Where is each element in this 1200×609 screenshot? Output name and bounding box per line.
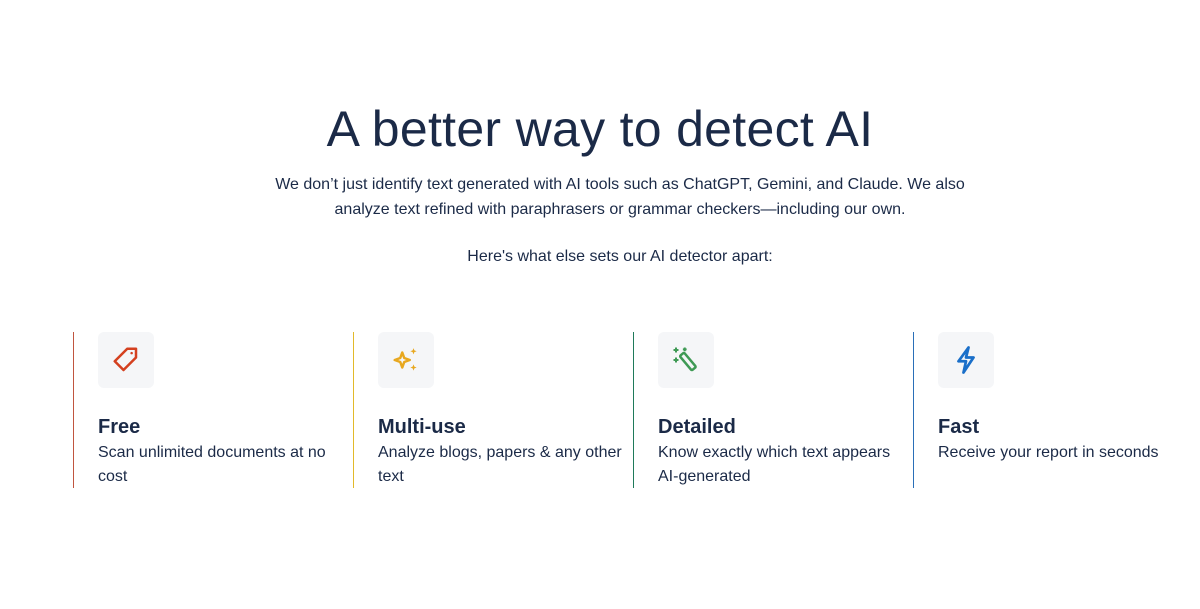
feature-title: Multi-use bbox=[378, 416, 466, 438]
feature-description: Scan unlimited documents at no cost bbox=[98, 444, 326, 485]
magic-wand-icon bbox=[658, 332, 714, 388]
feature-multi-use: Multi-use Analyze blogs, papers & any ot… bbox=[353, 332, 633, 488]
feature-title: Fast bbox=[938, 416, 980, 438]
page-title: A better way to detect AI bbox=[326, 101, 874, 157]
feature-fast: Fast Receive your report in seconds bbox=[913, 332, 1193, 488]
feature-detailed: Detailed Know exactly which text appears… bbox=[633, 332, 913, 488]
tag-icon bbox=[98, 332, 154, 388]
apart-text: Here's what else sets our AI detector ap… bbox=[467, 248, 773, 265]
feature-description: Receive your report in seconds bbox=[938, 444, 1159, 461]
sparkles-icon bbox=[378, 332, 434, 388]
feature-description: Know exactly which text appears AI-gener… bbox=[658, 444, 891, 485]
feature-free: Free Scan unlimited documents at no cost bbox=[73, 332, 353, 488]
feature-title: Detailed bbox=[658, 416, 736, 438]
feature-title: Free bbox=[98, 416, 141, 438]
lightning-icon bbox=[938, 332, 994, 388]
intro-text: We don’t just identify text generated wi… bbox=[275, 176, 965, 218]
feature-description: Analyze blogs, papers & any other text bbox=[378, 444, 622, 485]
